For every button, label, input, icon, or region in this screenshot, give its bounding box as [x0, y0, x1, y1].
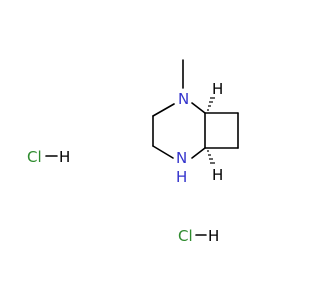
- bond-n1-c8: [191, 102, 206, 114]
- nitrogen-h-label: H: [176, 168, 187, 186]
- bond-n4-c5: [191, 147, 206, 159]
- bond-n1-c2: [152, 103, 175, 117]
- salt1-chlorine-label: Cl: [27, 148, 42, 166]
- stereo-hash-top: [207, 97, 215, 111]
- salt2-hydrogen-label: H: [208, 227, 219, 245]
- molecule-diagram: N N H H H Cl H Cl H: [27, 59, 239, 245]
- salt2-chlorine-label: Cl: [178, 227, 193, 245]
- bond-c3-n4: [152, 145, 174, 159]
- nitrogen-methyl-label: N: [178, 90, 189, 108]
- structure-svg: N N H H H Cl H Cl H: [27, 59, 239, 245]
- nitrogen-nh-label: N: [176, 149, 187, 167]
- stereo-h-top-label: H: [212, 80, 223, 98]
- stereo-hash-bottom: [207, 150, 215, 164]
- salt1-hydrogen-label: H: [59, 148, 70, 166]
- stereo-h-bottom-label: H: [212, 166, 223, 184]
